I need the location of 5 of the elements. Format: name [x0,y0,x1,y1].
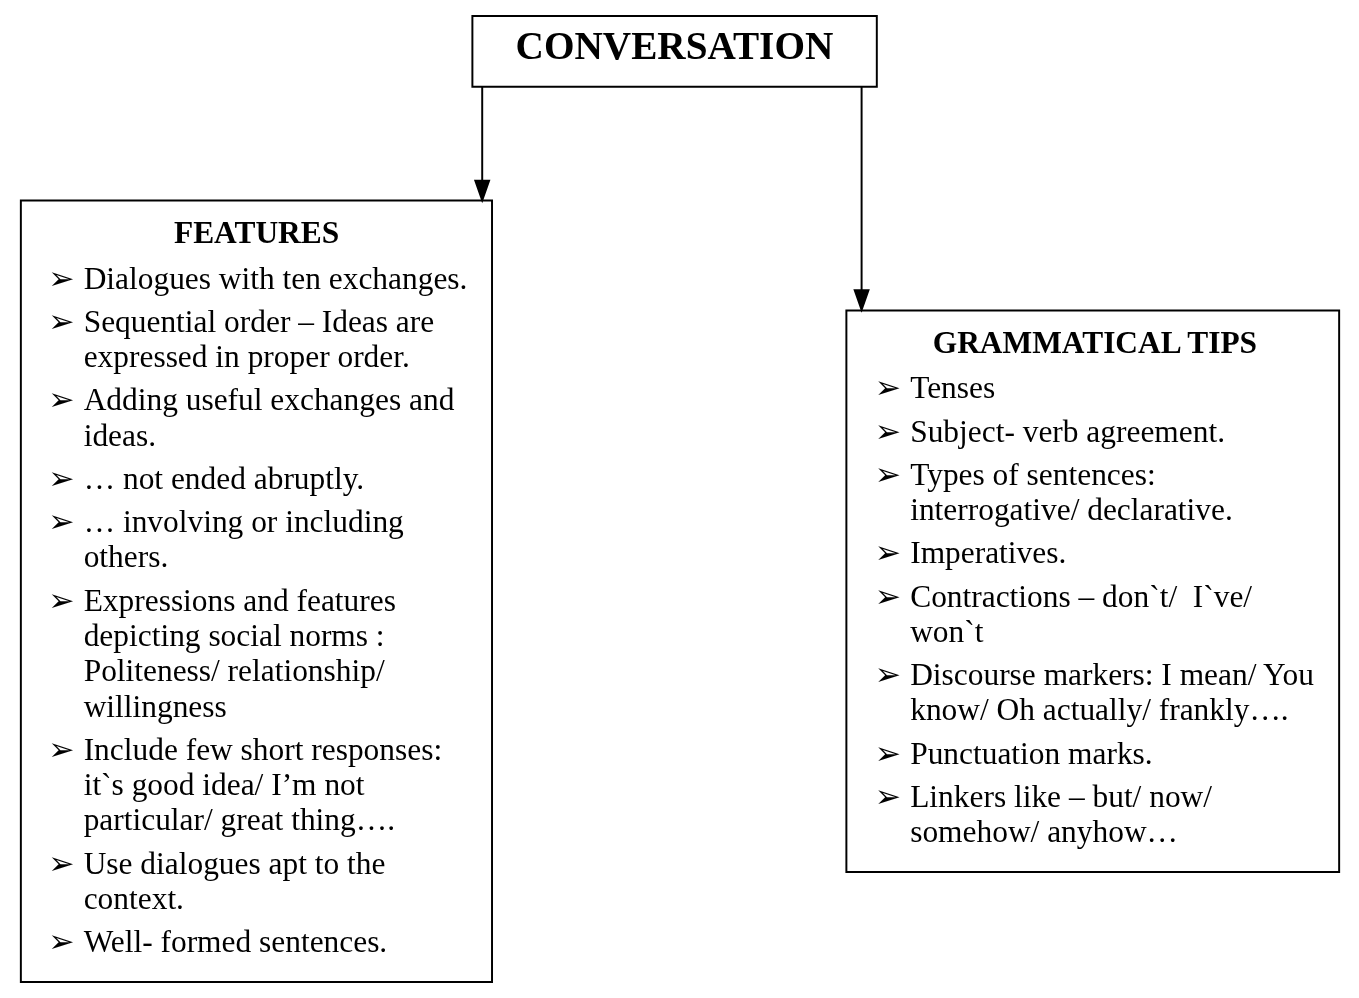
arrow [473,85,490,204]
node-box: CONVERSATION [470,15,878,88]
node-box: GRAMMATICAL TIPS ➢ Tenses ➢ Subject- verb agreement. ➢ Types of sentences: interrogative/ declarative. ➢ Imperatives. ➢ Contractions – don`t/ I`ve/ won`t ➢ Discourse markers: I mean/ You know/ Oh actually/ frankly…. ➢ Punctuation marks. ➢ Linkers like – but/ now/ somehow/ anyhow… [844,309,1340,873]
arrow [852,85,870,313]
node-box: FEATURES ➢ Dialogues with ten exchanges. ➢ Sequential order – Ideas are expressed in proper order. ➢ Adding useful exchanges and ideas. ➢ … not ended abruptly. ➢ … involving or including others. ➢ Expressions and features depicting social norms : Politeness/ relationship/ willingness ➢ Include few short responses: it`s good idea/ I’m not particular/ great thing…. ➢ Use dialogues apt to the context. ➢ Well- formed sentences. [19,199,493,983]
